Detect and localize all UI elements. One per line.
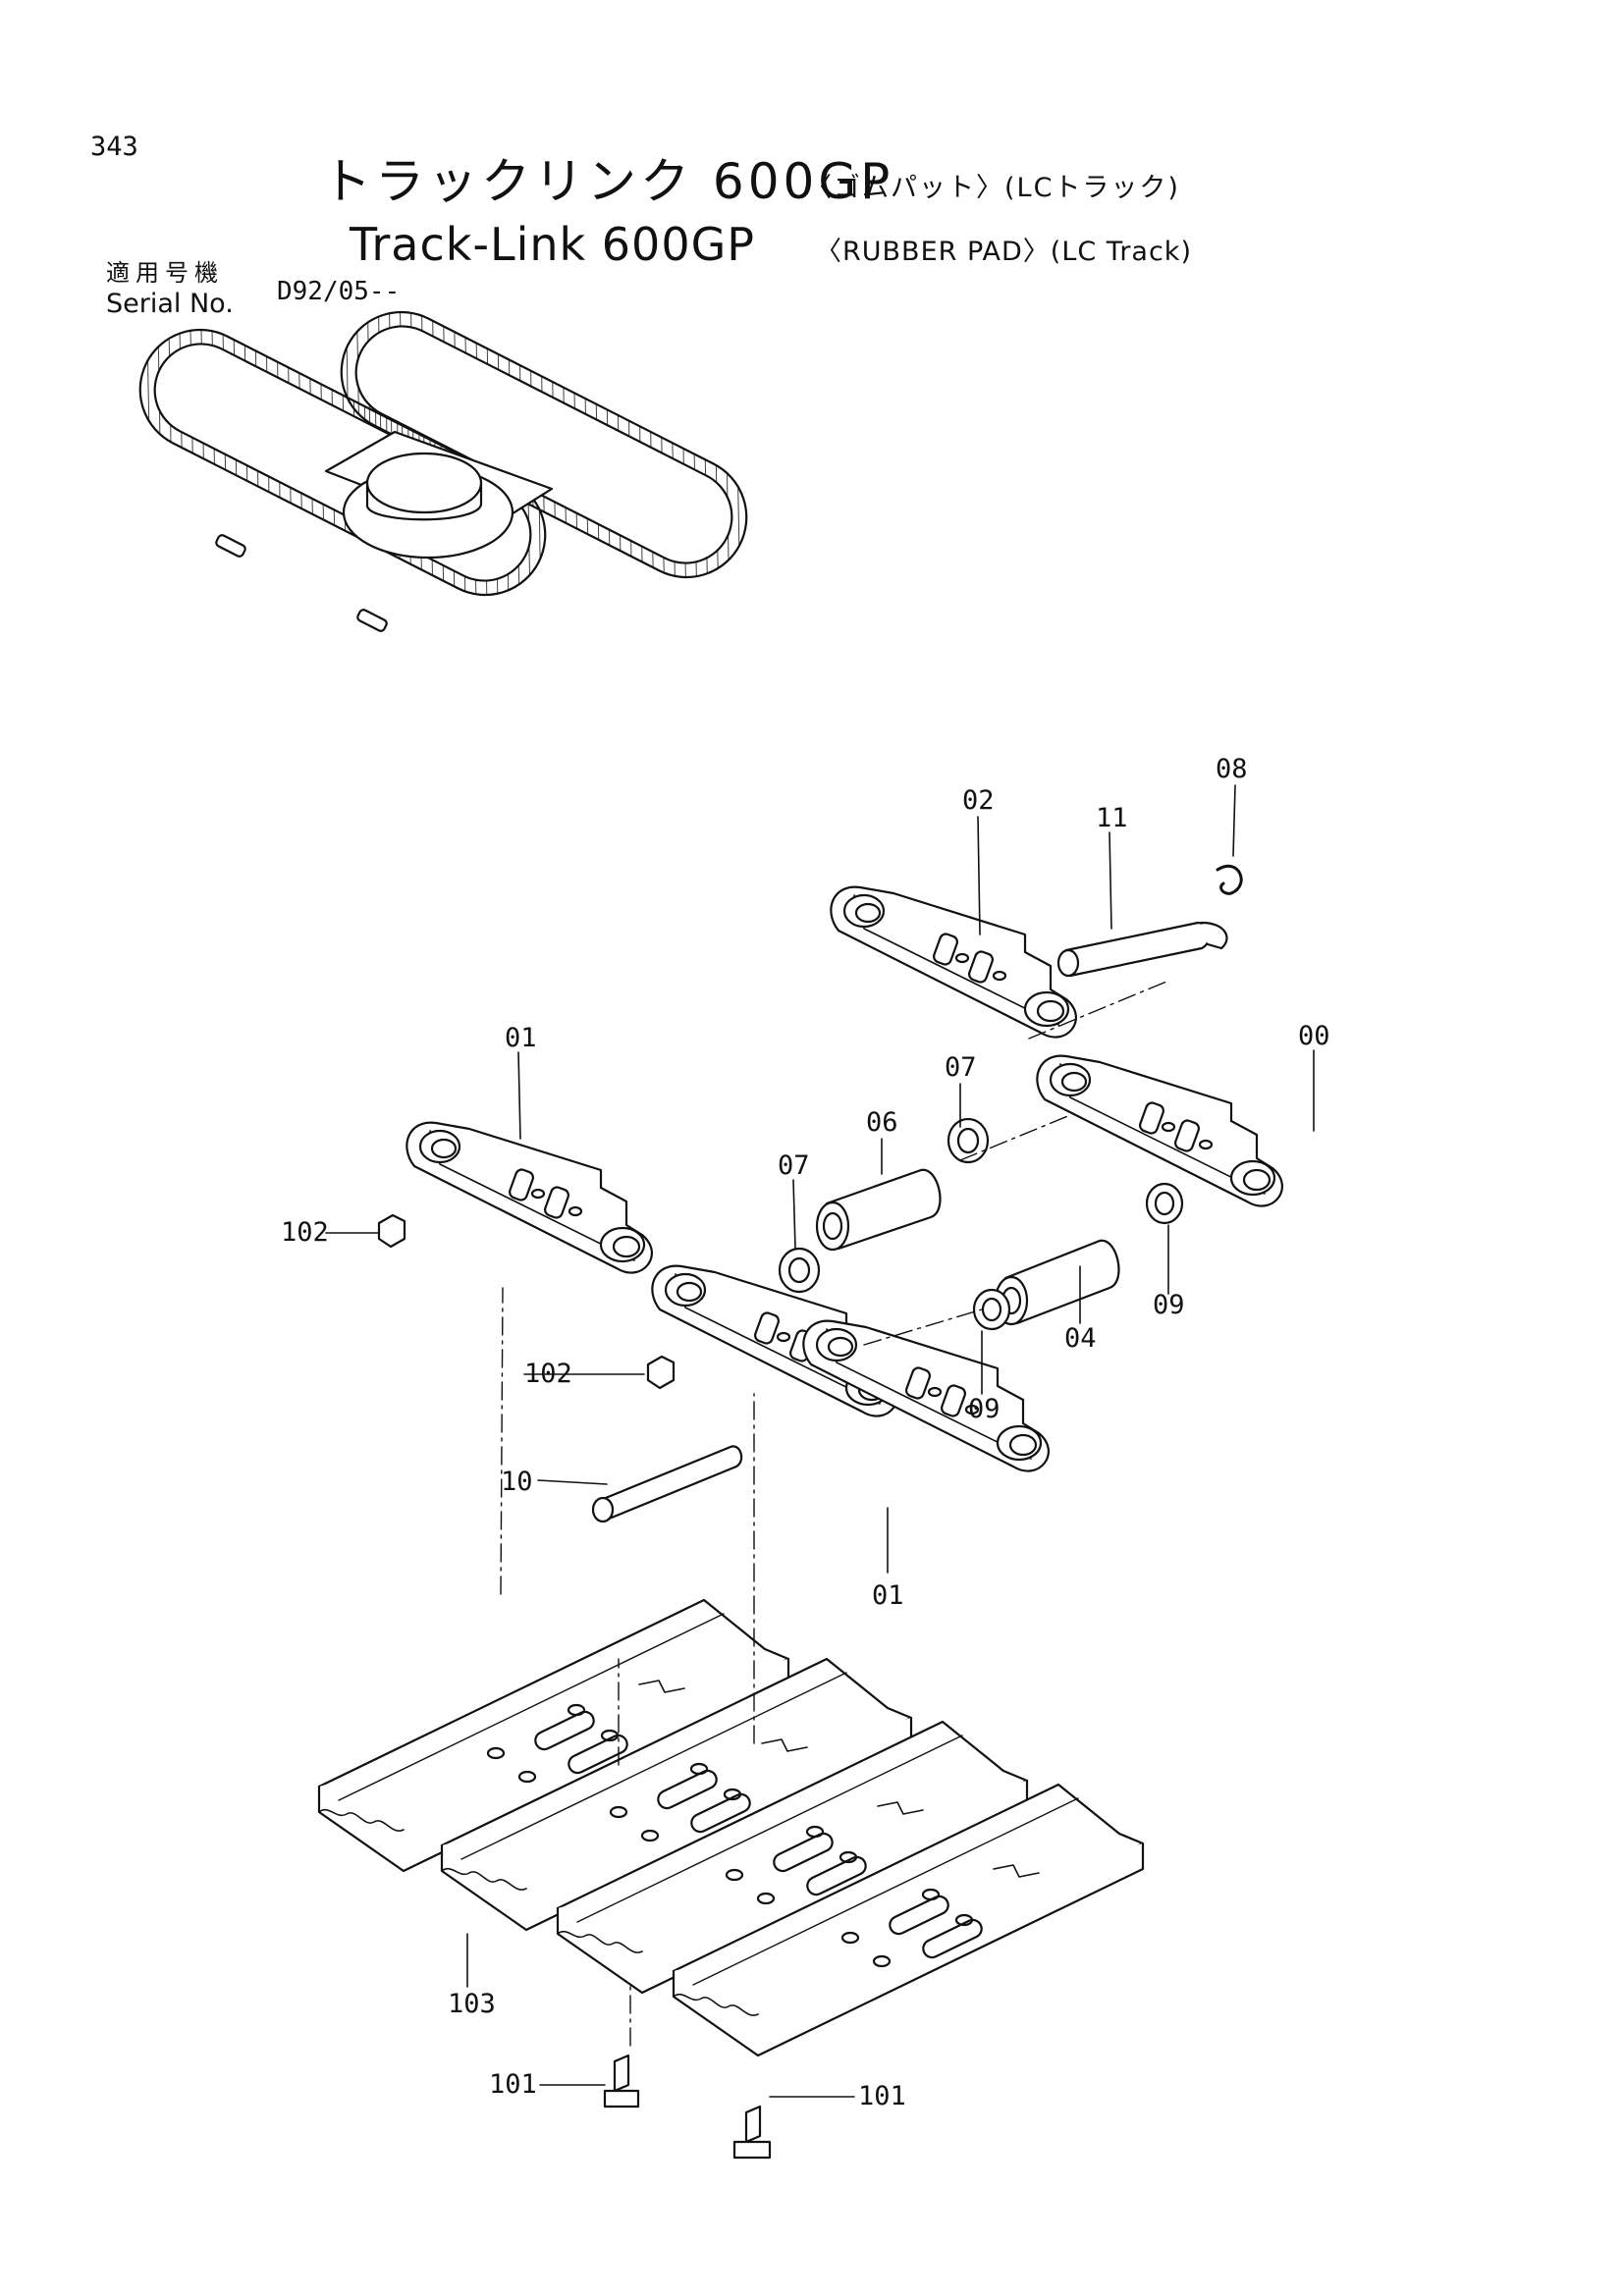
pins-and-bushings xyxy=(377,864,1243,2160)
callout-11: 11 xyxy=(1096,803,1128,833)
callout-06: 06 xyxy=(866,1107,898,1138)
callout-101-left: 101 xyxy=(489,2069,537,2100)
machine-undercarriage-overview xyxy=(138,310,748,632)
callout-04: 04 xyxy=(1064,1323,1097,1354)
page-number: 343 xyxy=(90,132,138,162)
callout-00: 00 xyxy=(1298,1021,1330,1051)
callout-08: 08 xyxy=(1216,754,1248,784)
callout-01-lower: 01 xyxy=(872,1580,904,1611)
callout-103: 103 xyxy=(448,1989,496,2019)
callout-10: 10 xyxy=(501,1467,533,1497)
callout-labels: 08 02 11 01 00 07 06 07 102 09 04 102 09… xyxy=(281,754,1330,2111)
callout-01-upper: 01 xyxy=(505,1023,537,1053)
title-english: Track-Link 600GP xyxy=(350,218,755,271)
serial-number-label: Serial No. xyxy=(106,289,234,319)
callout-09-lower: 09 xyxy=(968,1394,1001,1424)
callout-02: 02 xyxy=(962,785,995,816)
callout-102-lower: 102 xyxy=(524,1359,572,1389)
callout-07-lower: 07 xyxy=(778,1150,810,1181)
track-pad-assembly xyxy=(317,1598,1145,2057)
serial-number-value: D92/05-- xyxy=(277,277,401,306)
centerlines xyxy=(500,981,1167,2047)
title-japanese: トラックリンク 600GP xyxy=(322,153,894,210)
applicable-model-label-jp: 適用号機 xyxy=(106,259,224,287)
callout-09-right: 09 xyxy=(1153,1290,1185,1320)
callout-07-upper: 07 xyxy=(945,1052,977,1083)
title-japanese-qualifier: 〈ゴムパット〉(LCトラック) xyxy=(805,173,1180,203)
callout-101-right: 101 xyxy=(858,2081,906,2111)
callout-102-upper: 102 xyxy=(281,1217,329,1248)
leader-lines xyxy=(325,784,1315,2098)
title-english-qualifier: 〈RUBBER PAD〉(LC Track) xyxy=(815,237,1192,267)
